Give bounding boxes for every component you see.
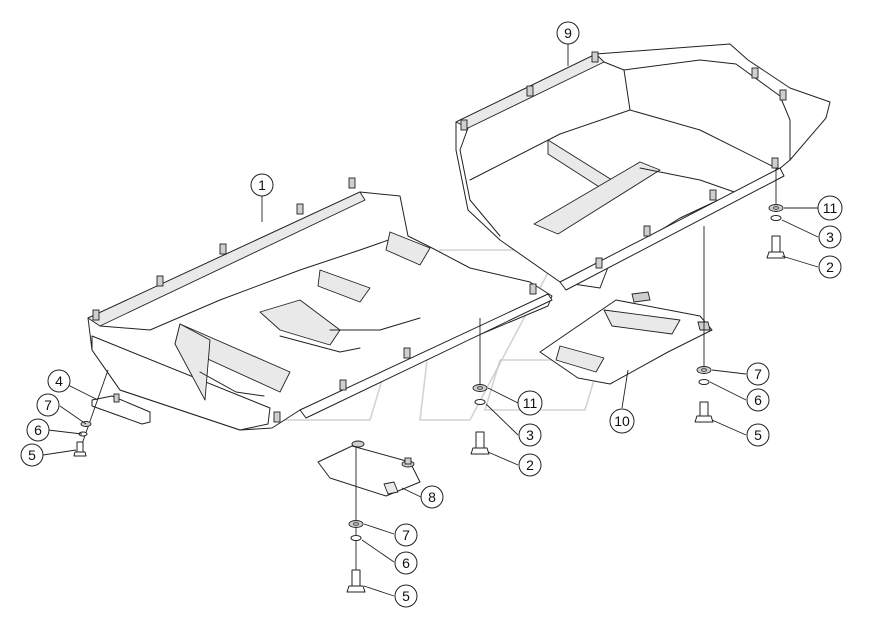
fastener-stack-bottom bbox=[346, 446, 366, 593]
skid-plate-front bbox=[87, 177, 553, 431]
callout-6: 6 bbox=[394, 551, 418, 575]
skid-plate-rear bbox=[455, 43, 831, 291]
plate-10 bbox=[539, 291, 713, 385]
callout-1: 1 bbox=[250, 173, 274, 197]
callout-11: 11 bbox=[517, 390, 543, 416]
fastener-stack-left bbox=[73, 369, 109, 457]
callout-11: 11 bbox=[817, 195, 843, 221]
callout-label: 8 bbox=[428, 489, 436, 505]
callout-label: 9 bbox=[564, 25, 572, 41]
callout-7: 7 bbox=[394, 523, 418, 547]
callout-3: 3 bbox=[818, 225, 842, 249]
callout-label: 6 bbox=[34, 422, 42, 438]
callout-label: 1 bbox=[258, 177, 266, 193]
callout-9: 9 bbox=[556, 21, 580, 45]
callout-label: 5 bbox=[754, 427, 762, 443]
callout-5: 5 bbox=[746, 423, 770, 447]
callout-label: 11 bbox=[523, 395, 538, 411]
callout-label: 6 bbox=[754, 392, 762, 408]
fastener-stack-right bbox=[766, 168, 786, 259]
cover-plate-8 bbox=[317, 440, 421, 497]
callout-label: 7 bbox=[402, 527, 410, 543]
callout-10: 10 bbox=[609, 408, 635, 434]
callout-label: 3 bbox=[826, 229, 834, 245]
callout-6: 6 bbox=[26, 418, 50, 442]
callout-4: 4 bbox=[47, 369, 71, 393]
callout-7: 7 bbox=[746, 362, 770, 386]
callout-2: 2 bbox=[518, 453, 542, 477]
callout-6: 6 bbox=[746, 388, 770, 412]
callout-label: 3 bbox=[526, 427, 534, 443]
callout-5: 5 bbox=[394, 584, 418, 608]
callout-label: 2 bbox=[526, 457, 534, 473]
callout-7: 7 bbox=[36, 393, 60, 417]
callout-label: 6 bbox=[402, 555, 410, 571]
fastener-stack-center bbox=[470, 318, 490, 455]
bracket-4 bbox=[91, 393, 151, 425]
callout-label: 11 bbox=[823, 200, 838, 216]
callout-2: 2 bbox=[818, 255, 842, 279]
callout-label: 10 bbox=[614, 413, 630, 429]
fastener-stack-plate10 bbox=[694, 226, 714, 423]
callout-label: 4 bbox=[55, 373, 63, 389]
callout-5: 5 bbox=[20, 443, 44, 467]
callout-label: 2 bbox=[826, 259, 834, 275]
callout-3: 3 bbox=[518, 423, 542, 447]
callout-label: 7 bbox=[44, 397, 52, 413]
callout-label: 5 bbox=[28, 447, 36, 463]
callout-label: 7 bbox=[754, 366, 762, 382]
callout-label: 5 bbox=[402, 588, 410, 604]
callout-8: 8 bbox=[420, 485, 444, 509]
leader-lines bbox=[42, 44, 819, 597]
